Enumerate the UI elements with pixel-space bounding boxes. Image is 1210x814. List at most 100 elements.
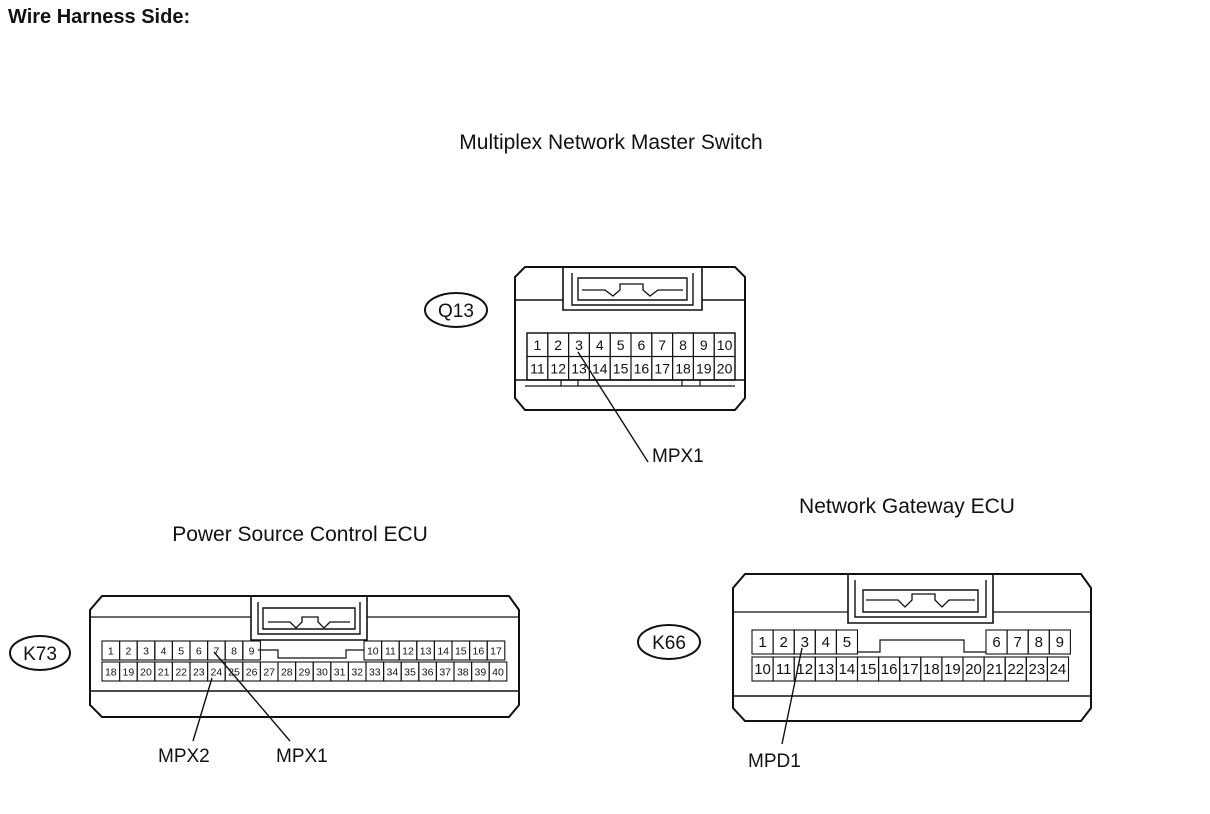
k66-pin-18-number: 18 xyxy=(923,661,940,678)
q13-pin-8-number: 8 xyxy=(679,337,687,353)
k66-pin-4-number: 4 xyxy=(822,634,830,651)
q13-pin-14-number: 14 xyxy=(592,360,608,376)
k66-pin-2-number: 2 xyxy=(779,634,787,651)
connector-q13-lock xyxy=(562,267,703,311)
k73-pin-4-number: 4 xyxy=(161,646,167,658)
k66-pin-14-number: 14 xyxy=(839,661,856,678)
k66-mpd1-label: MPD1 xyxy=(748,751,801,772)
k73-pin-20-number: 20 xyxy=(140,667,152,679)
connector-q13-code: Q13 xyxy=(438,301,474,322)
k66-pin-16-number: 16 xyxy=(881,661,898,678)
k73-pin-31-number: 31 xyxy=(334,667,346,679)
q13-pin-15-number: 15 xyxy=(613,360,629,376)
k66-pin-6-number: 6 xyxy=(992,634,1000,651)
k73-pin-37-number: 37 xyxy=(439,667,451,679)
k73-pin-38-number: 38 xyxy=(457,667,469,679)
q13-pin-10-number: 10 xyxy=(717,337,733,353)
q13-pin-19-number: 19 xyxy=(696,360,712,376)
k73-pin-9-number: 9 xyxy=(249,646,255,658)
k73-pin-6-number: 6 xyxy=(196,646,202,658)
k66-pin-24-number: 24 xyxy=(1050,661,1067,678)
q13-pin-17-number: 17 xyxy=(654,360,670,376)
k73-pin-8-number: 8 xyxy=(231,646,237,658)
k66-pin-10-number: 10 xyxy=(754,661,771,678)
k66-pin-20-number: 20 xyxy=(965,661,982,678)
k66-pin-12-number: 12 xyxy=(796,661,813,678)
k66-pin-3-number: 3 xyxy=(801,634,809,651)
k73-pin-23-number: 23 xyxy=(193,667,205,679)
q13-pin-5-number: 5 xyxy=(617,337,625,353)
q13-pin-1-number: 1 xyxy=(534,337,542,353)
connector-k66-body xyxy=(732,573,1092,722)
k73-pin-10-number: 10 xyxy=(367,646,379,658)
k73-pin-32-number: 32 xyxy=(351,667,363,679)
k73-pin-24-number: 24 xyxy=(211,667,223,679)
connector-k73-badge xyxy=(9,635,71,671)
q13-pin-6-number: 6 xyxy=(638,337,646,353)
connector-k73-title: Power Source Control ECU xyxy=(172,523,428,546)
k73-pin-30-number: 30 xyxy=(316,667,328,679)
connector-k73-lock xyxy=(250,596,368,641)
k73-pin-17-number: 17 xyxy=(490,646,502,658)
page-title: Wire Harness Side: xyxy=(8,6,191,28)
k66-pin-21-number: 21 xyxy=(986,661,1003,678)
connector-q13-title: Multiplex Network Master Switch xyxy=(459,131,762,154)
k73-pin-34-number: 34 xyxy=(387,667,399,679)
connector-k73-code: K73 xyxy=(23,644,57,665)
k73-pin-13-number: 13 xyxy=(420,646,432,658)
k66-pin-11-number: 11 xyxy=(776,661,792,678)
q13-pin-16-number: 16 xyxy=(634,360,650,376)
connector-k73-body xyxy=(89,595,520,718)
k73-pin-1-number: 1 xyxy=(108,646,114,658)
k73-pin-40-number: 40 xyxy=(492,667,504,679)
k73-pin-25-number: 25 xyxy=(228,667,240,679)
k66-pin-9-cavity xyxy=(1048,629,1071,655)
k73-mpx2-leader xyxy=(192,677,213,742)
k66-pin-23-number: 23 xyxy=(1029,661,1046,678)
k66-pin-17-number: 17 xyxy=(902,661,919,678)
k73-pin-40-cavity xyxy=(488,661,508,682)
q13-pin-18-number: 18 xyxy=(675,360,691,376)
k73-pin-3-number: 3 xyxy=(143,646,149,658)
connector-k66-badge xyxy=(637,624,701,660)
k73-pin-36-number: 36 xyxy=(422,667,434,679)
k66-pin-19-number: 19 xyxy=(944,661,961,678)
k73-mpx2-label: MPX2 xyxy=(158,746,210,767)
k66-pin-13-number: 13 xyxy=(818,661,835,678)
k73-pin-28-number: 28 xyxy=(281,667,293,679)
q13-pin-9-number: 9 xyxy=(700,337,708,353)
k73-pin-11-number: 11 xyxy=(385,646,396,658)
k66-pin-1-number: 1 xyxy=(758,634,766,651)
connector-k66-lock xyxy=(847,574,994,624)
k73-pin-5-number: 5 xyxy=(178,646,184,658)
q13-pin-4-number: 4 xyxy=(596,337,604,353)
q13-pin-7-number: 7 xyxy=(658,337,666,353)
k73-mpx1-label: MPX1 xyxy=(276,746,328,767)
k73-pin-35-number: 35 xyxy=(404,667,416,679)
k73-pin-33-number: 33 xyxy=(369,667,381,679)
k73-pin-39-number: 39 xyxy=(475,667,487,679)
k73-pin-21-number: 21 xyxy=(158,667,170,679)
q13-pin-11-number: 11 xyxy=(530,360,545,376)
k73-mpx1-leader xyxy=(213,651,291,742)
k66-mpd1-leader xyxy=(781,647,803,745)
k73-pin-18-number: 18 xyxy=(105,667,117,679)
connector-q13-body xyxy=(514,266,746,411)
k73-pin-16-number: 16 xyxy=(473,646,485,658)
k66-pin-9-number: 9 xyxy=(1056,634,1064,651)
connector-k66-title: Network Gateway ECU xyxy=(799,495,1015,518)
k66-pin-15-number: 15 xyxy=(860,661,877,678)
q13-pin-2-number: 2 xyxy=(554,337,562,353)
k73-pin-22-number: 22 xyxy=(175,667,187,679)
q13-pin-20-number: 20 xyxy=(717,360,733,376)
k66-pin-8-number: 8 xyxy=(1035,634,1043,651)
k66-pin-22-number: 22 xyxy=(1007,661,1024,678)
k73-pin-26-number: 26 xyxy=(246,667,258,679)
q13-mpx1-label: MPX1 xyxy=(652,446,704,467)
k66-pin-5-number: 5 xyxy=(843,634,851,651)
connector-k66-code: K66 xyxy=(652,633,686,654)
q13-pin-13-number: 13 xyxy=(571,360,587,376)
